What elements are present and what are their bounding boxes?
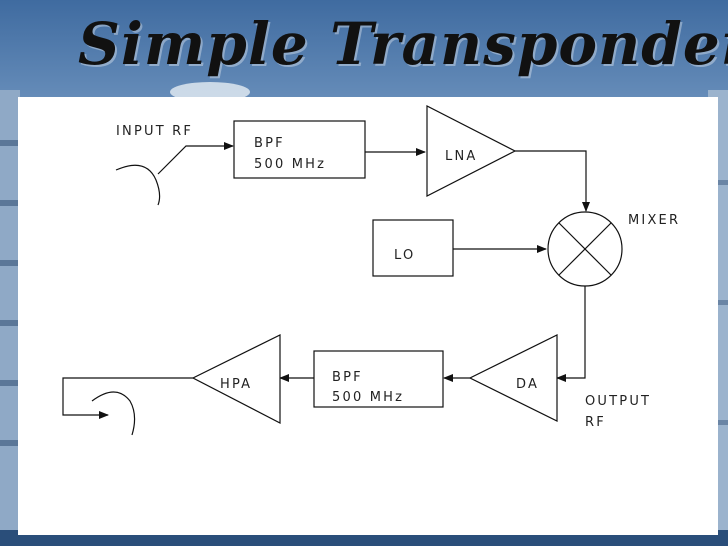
mixer-label: MIXER (628, 213, 680, 228)
mixer-to-da-line (556, 286, 586, 382)
hpa-amplifier (191, 334, 281, 424)
bpf2-block (313, 350, 444, 408)
transmit-antenna (91, 391, 136, 436)
lo-label: LO (394, 248, 415, 263)
diagram-panel: INPUT RF BPF 500 MHz LNA MIXER LO OUTPUT… (18, 97, 718, 535)
lna-amplifier (426, 105, 517, 197)
input-rf-label: INPUT RF (116, 124, 193, 139)
output-rf-label-line2: RF (585, 415, 606, 430)
lo-block (372, 219, 454, 277)
da-label: DA (516, 377, 539, 392)
bpf1-label-line1: BPF (254, 136, 285, 151)
transponder-block-diagram: INPUT RF BPF 500 MHz LNA MIXER LO OUTPUT… (62, 105, 680, 436)
input-connection-line (157, 142, 234, 175)
lna-to-mixer-line (515, 150, 590, 212)
hpa-to-antenna-line (62, 377, 193, 419)
lna-label: LNA (445, 149, 477, 164)
receive-antenna (115, 164, 161, 206)
bpf2-label-line2: 500 MHz (332, 390, 404, 405)
bpf1-label-line2: 500 MHz (254, 157, 326, 172)
output-rf-label-line1: OUTPUT (585, 394, 651, 409)
bpf1-block (233, 120, 366, 179)
slide-title: Simple Transponder (78, 10, 728, 78)
bpf2-label-line1: BPF (332, 370, 363, 385)
da-amplifier (468, 334, 558, 422)
mixer-cross-line-2 (558, 222, 612, 276)
hpa-label: HPA (220, 377, 252, 392)
